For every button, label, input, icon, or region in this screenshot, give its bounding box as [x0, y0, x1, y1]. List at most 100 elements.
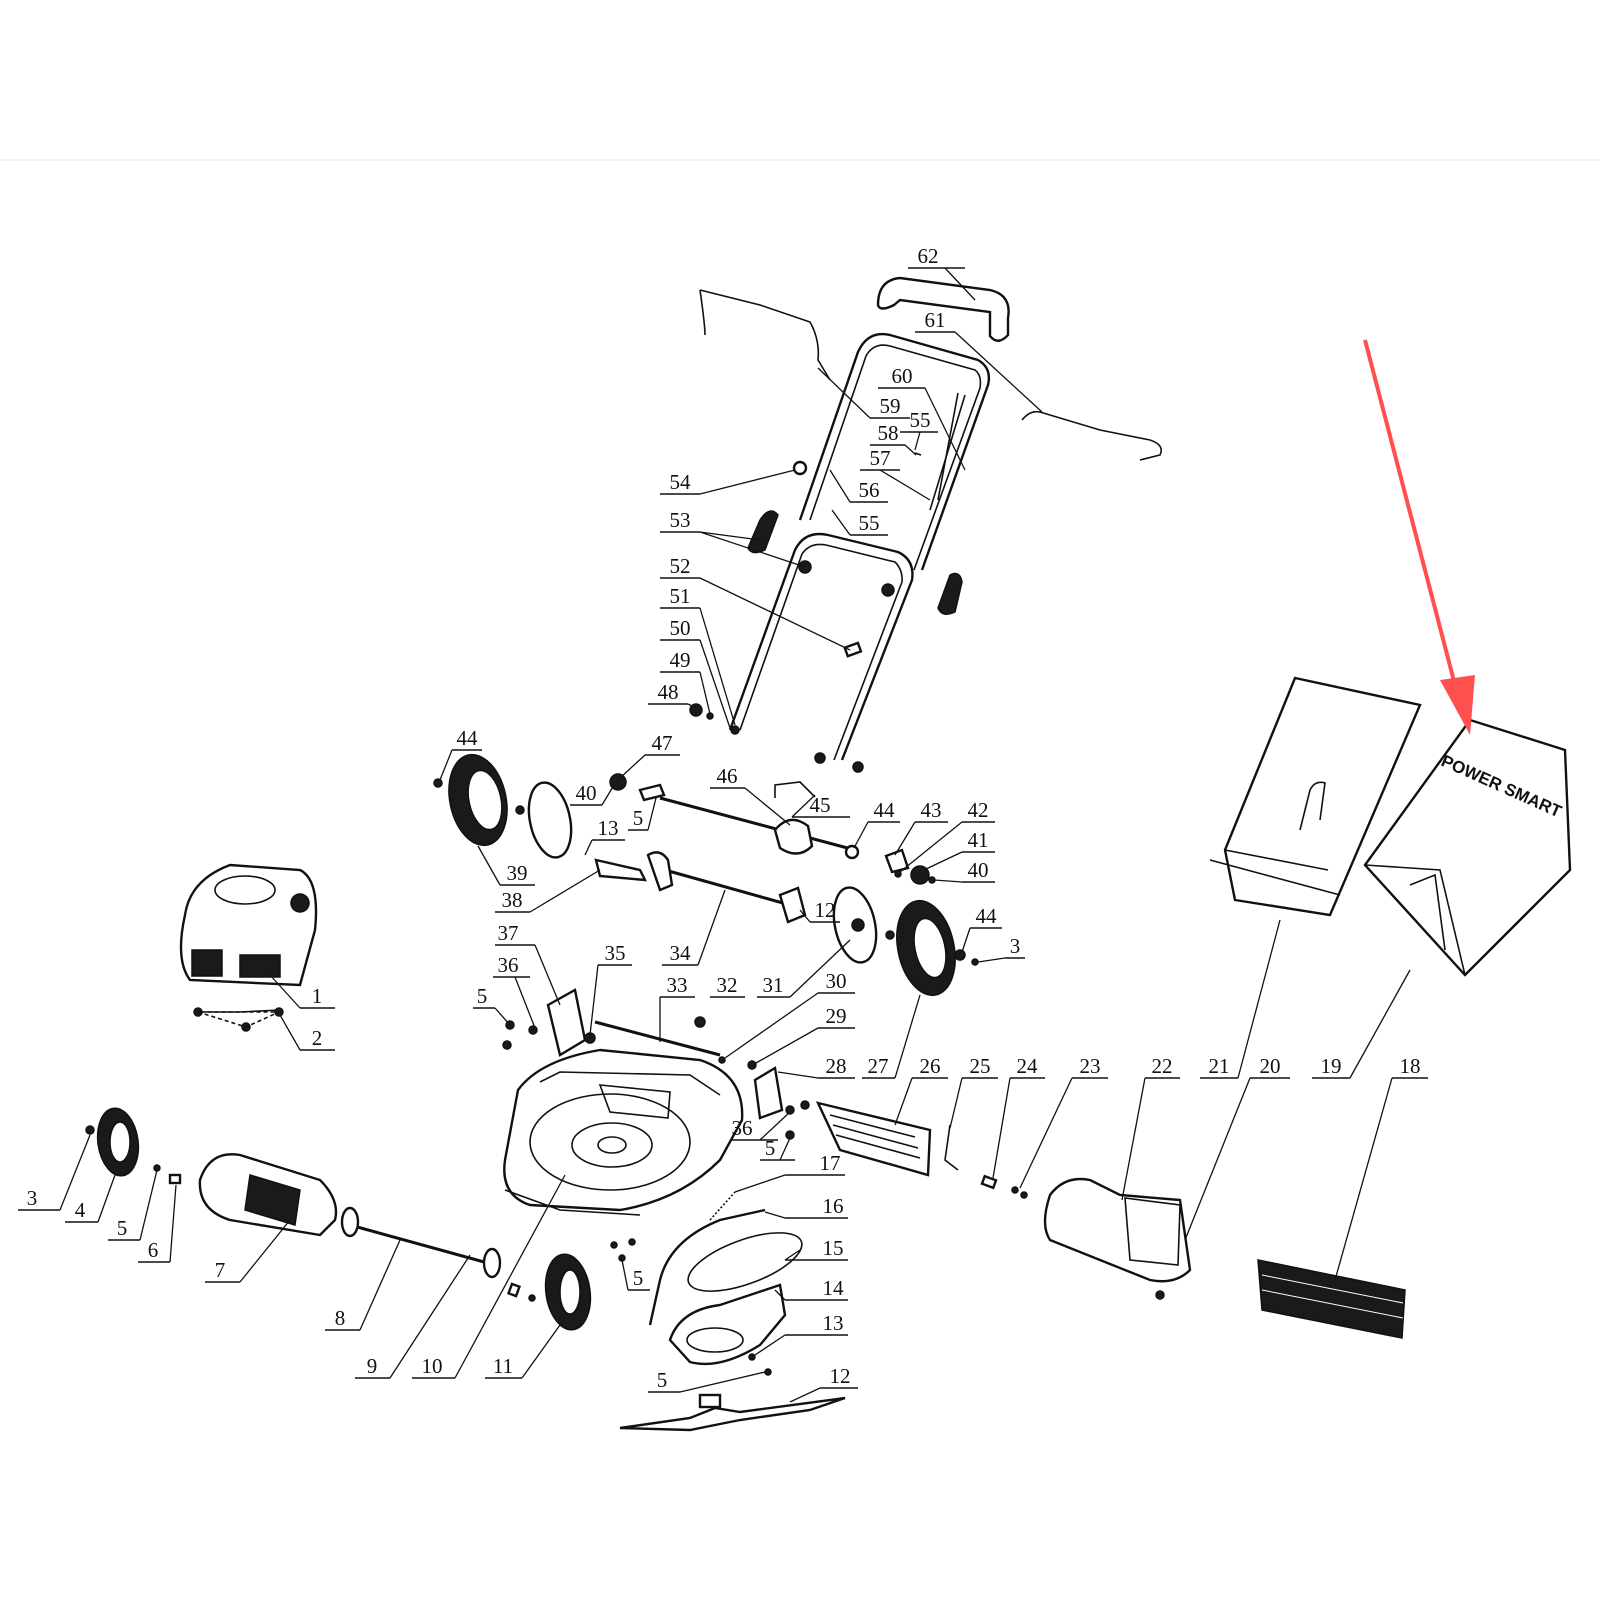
label-26: 26 [920, 1054, 941, 1078]
label-22: 22 [1152, 1054, 1173, 1078]
label-57: 57 [870, 446, 891, 470]
part-14-belt-cover [668, 1283, 787, 1366]
label-29: 29 [826, 1004, 847, 1028]
label-5-deck: 5 [765, 1136, 776, 1160]
label-44-top: 44 [457, 726, 479, 750]
label-9: 9 [367, 1354, 378, 1378]
part-28-height-adjuster-right [753, 1066, 784, 1120]
part-19-grass-bag: POWER SMART [1363, 718, 1572, 977]
label-62: 62 [918, 244, 939, 268]
label-52: 52 [670, 554, 691, 578]
label-8: 8 [335, 1306, 346, 1330]
part-53-lever-right [937, 572, 963, 615]
label-51: 51 [670, 584, 691, 608]
label-10: 10 [422, 1354, 443, 1378]
label-13-cable: 13 [598, 816, 619, 840]
label-32: 32 [717, 973, 738, 997]
part-upper-handle [798, 332, 991, 571]
part-number-labels: 62 61 60 59 55 58 57 54 56 55 53 52 51 5… [27, 244, 1421, 1392]
part-34-rear-axle [646, 851, 807, 924]
label-55-bottom: 55 [859, 511, 880, 535]
part-41-gear [910, 865, 930, 885]
red-pointer-arrow [1363, 339, 1475, 735]
label-50: 50 [670, 616, 691, 640]
label-44-right: 44 [976, 904, 998, 928]
part-33-rod [594, 1020, 721, 1057]
part-62-handle-grip [876, 276, 1010, 342]
part-12-blade [619, 1393, 846, 1432]
label-46: 46 [717, 764, 738, 788]
label-15: 15 [823, 1236, 844, 1260]
part-23-screw-b [1020, 1191, 1028, 1199]
label-16: 16 [823, 1194, 844, 1218]
label-30: 30 [826, 969, 847, 993]
label-12-blade: 12 [830, 1364, 851, 1388]
part-17-spring [709, 1191, 736, 1221]
part-5-bolt-under-a [610, 1241, 618, 1249]
label-45: 45 [810, 793, 831, 817]
label-54: 54 [670, 470, 692, 494]
part-4-front-wheel-left [85, 1107, 182, 1185]
part-32-washer [694, 1016, 706, 1028]
part-44-washer-mid [844, 844, 860, 860]
part-18-rear-flap [1257, 1259, 1406, 1339]
label-24: 24 [1017, 1054, 1039, 1078]
label-13-blade: 13 [823, 1311, 844, 1335]
label-19: 19 [1321, 1054, 1342, 1078]
part-5-bolt-blade [764, 1368, 772, 1376]
part-22-discharge-chute [1043, 1177, 1192, 1300]
part-53-lever-left [747, 510, 779, 554]
part-25-pin [944, 1124, 959, 1171]
part-23-screw-a [1011, 1186, 1019, 1194]
part-16-cable-lever [648, 1208, 766, 1326]
label-53: 53 [670, 508, 691, 532]
leader-lines [18, 267, 1428, 1403]
label-5-blade: 5 [657, 1368, 668, 1392]
part-57-rod [929, 394, 966, 511]
part-38-bracket [594, 858, 648, 882]
part-13-washer-blade [748, 1353, 756, 1361]
label-40-left: 40 [576, 781, 597, 805]
label-2: 2 [312, 1026, 323, 1050]
label-41: 41 [968, 828, 989, 852]
label-3-right: 3 [1010, 934, 1021, 958]
part-30-clip [718, 1056, 726, 1064]
part-39-rear-wheel-left [433, 753, 573, 859]
part-bolt-lower-right [814, 752, 826, 764]
label-36-right: 36 [732, 1116, 753, 1140]
part-29-spring [747, 1060, 757, 1070]
label-48: 48 [658, 680, 679, 704]
part-58-pin [914, 452, 922, 456]
label-43: 43 [921, 798, 942, 822]
label-4: 4 [75, 1198, 86, 1222]
part-54-clip [792, 460, 808, 476]
label-40-right: 40 [968, 858, 989, 882]
part-11-front-wheel-right [506, 1253, 592, 1331]
label-7: 7 [215, 1258, 226, 1282]
label-12-axle: 12 [815, 898, 836, 922]
part-27-rear-wheel-right [832, 886, 979, 997]
part-36-bolt-b [800, 1100, 810, 1110]
label-5-front: 5 [117, 1216, 128, 1240]
label-5-axle: 5 [633, 806, 644, 830]
label-39: 39 [507, 861, 528, 885]
label-20: 20 [1260, 1054, 1281, 1078]
label-59: 59 [880, 394, 901, 418]
label-33: 33 [667, 973, 688, 997]
label-34: 34 [670, 941, 692, 965]
label-3-left: 3 [27, 1186, 38, 1210]
label-31: 31 [763, 973, 784, 997]
part-5-bolt-under-b [628, 1238, 636, 1246]
part-50-bolt [730, 725, 740, 735]
label-1: 1 [312, 984, 323, 1008]
label-5-adjuster: 5 [477, 984, 488, 1008]
part-37-height-adjuster-left [502, 988, 596, 1057]
part-24-plate [980, 1174, 998, 1190]
label-61: 61 [925, 308, 946, 332]
part-knob-right [881, 583, 895, 597]
part-nut-lower-right [852, 761, 864, 773]
label-17: 17 [820, 1151, 841, 1175]
label-47: 47 [652, 731, 673, 755]
part-8-front-axle [340, 1206, 502, 1279]
